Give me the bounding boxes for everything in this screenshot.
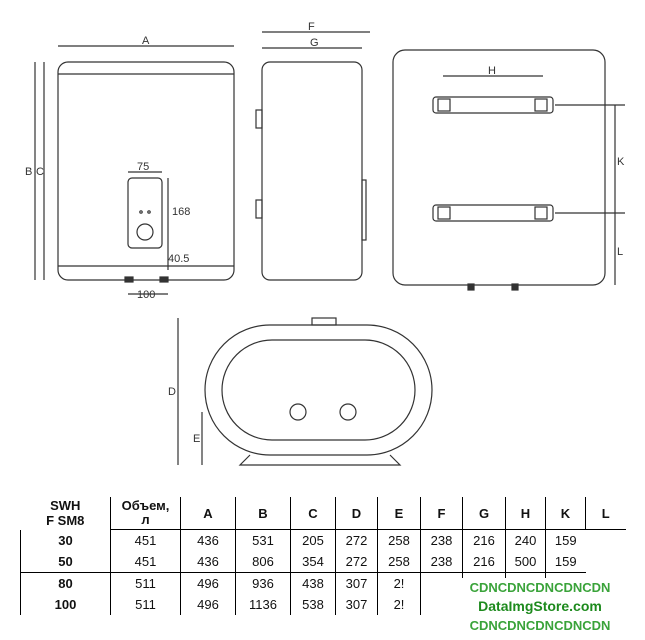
col-header: D [335, 497, 378, 530]
volume-cell: 50 [20, 551, 111, 573]
value-cell: 205 [290, 529, 336, 551]
dim-A: A [142, 35, 150, 47]
value-cell: 436 [180, 551, 236, 573]
value-cell: 307 [335, 572, 378, 594]
value-cell: 451 [110, 529, 181, 551]
dim-B: B [25, 166, 32, 178]
dim-panel-offset: 40.5 [168, 253, 189, 265]
value-cell: 500 [505, 551, 546, 573]
value-cell: 496 [180, 594, 236, 615]
col-header: G [462, 497, 506, 530]
bottom-view [177, 317, 433, 466]
watermark-line: CDNCDNCDNCDNCDN [469, 618, 611, 633]
value-cell: 538 [290, 594, 336, 615]
value-cell: 159 [545, 551, 586, 573]
col-header: H [505, 497, 546, 530]
technical-drawing: A B C F G H K L D E 75 168 40.5 100 [25, 21, 625, 466]
watermark: CDNCDNCDNCDNCDN DataImgStore.com CDNCDNC… [445, 578, 635, 635]
value-cell: 496 [180, 572, 236, 594]
value-cell: 511 [110, 594, 181, 615]
dim-H: H [488, 65, 496, 77]
front-view [34, 45, 235, 295]
volume-cell: 80 [20, 572, 111, 594]
value-cell: 806 [235, 551, 291, 573]
value-cell: 238 [420, 551, 463, 573]
value-cell: 307 [335, 594, 378, 615]
side-view [255, 31, 370, 281]
col-header: A [180, 497, 236, 530]
value-cell: 216 [462, 529, 506, 551]
dim-D: D [168, 386, 176, 398]
col-header: L [585, 497, 626, 530]
col-header: E [377, 497, 421, 530]
dim-E: E [193, 433, 200, 445]
value-cell: 2! [377, 594, 421, 615]
value-cell: 2! [377, 572, 421, 594]
back-view [392, 49, 625, 291]
col-volume: Объем, л [110, 497, 181, 530]
dim-K: K [617, 156, 625, 168]
value-cell: 272 [335, 529, 378, 551]
dim-C: C [36, 166, 44, 178]
value-cell: 531 [235, 529, 291, 551]
watermark-site: DataImgStore.com [478, 598, 602, 614]
value-cell: 354 [290, 551, 336, 573]
dim-G: G [310, 37, 319, 49]
value-cell: 258 [377, 551, 421, 573]
value-cell: 936 [235, 572, 291, 594]
col-header: B [235, 497, 291, 530]
dim-panel-height: 168 [172, 206, 190, 218]
watermark-line: CDNCDNCDNCDNCDN [469, 580, 611, 595]
value-cell: 272 [335, 551, 378, 573]
value-cell: 258 [377, 529, 421, 551]
value-cell: 216 [462, 551, 506, 573]
col-header: F [420, 497, 463, 530]
dim-panel-width: 75 [137, 161, 149, 173]
dim-L: L [617, 246, 623, 258]
value-cell: 159 [545, 529, 586, 551]
value-cell: 436 [180, 529, 236, 551]
col-header: K [545, 497, 586, 530]
value-cell: 1136 [235, 594, 291, 615]
dim-pipe-spacing: 100 [137, 289, 155, 301]
dim-F: F [308, 21, 315, 33]
value-cell: 511 [110, 572, 181, 594]
volume-cell: 30 [20, 529, 111, 551]
value-cell: 438 [290, 572, 336, 594]
volume-cell: 100 [20, 594, 111, 615]
value-cell: 240 [505, 529, 546, 551]
value-cell: 451 [110, 551, 181, 573]
value-cell: 238 [420, 529, 463, 551]
col-header: C [290, 497, 336, 530]
control-panel [127, 177, 163, 249]
